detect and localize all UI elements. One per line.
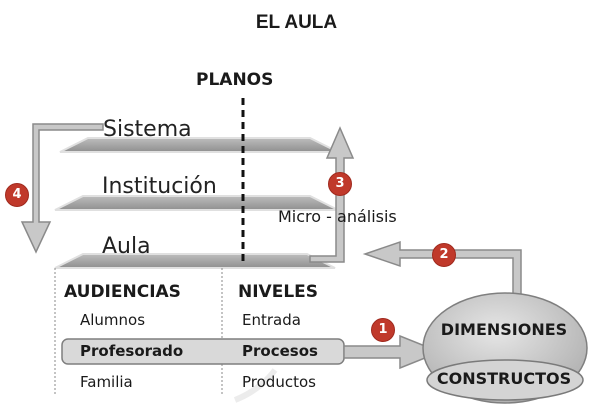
arrow-4 (20, 123, 104, 254)
nivel-item: Entrada (242, 311, 301, 329)
diagram-title: EL AULA (255, 12, 338, 33)
constructos-ellipse (426, 359, 584, 401)
constructos-label: CONSTRUCTOS (436, 369, 572, 388)
badge-2: 2 (432, 243, 456, 267)
planos-label: PLANOS (196, 70, 274, 90)
badge-3: 3 (328, 172, 352, 196)
nivel-item: Productos (242, 373, 316, 391)
audiencias-header: AUDIENCIAS (64, 282, 181, 302)
arrow-3 (309, 126, 355, 263)
plane-aula (54, 253, 336, 269)
audiencia-item: Alumnos (80, 311, 146, 329)
plane-label-institucion: Institución (102, 174, 217, 199)
micro-analisis-label: Micro - análisis (278, 207, 397, 226)
plane-label-sistema: Sistema (103, 117, 192, 142)
badge-1: 1 (371, 318, 395, 342)
niveles-header: NIVELES (238, 282, 319, 302)
background-arc (233, 368, 278, 403)
audiencia-item: Familia (80, 373, 133, 391)
plane-sistema (59, 137, 339, 153)
dimensiones-label: DIMENSIONES (440, 320, 568, 339)
badge-4: 4 (5, 183, 29, 207)
nivel-item: Procesos (242, 342, 318, 360)
plane-label-aula: Aula (102, 234, 151, 259)
arrow-1 (343, 334, 443, 370)
arrow-2 (362, 240, 522, 301)
audiencia-item: Profesorado (80, 342, 184, 360)
